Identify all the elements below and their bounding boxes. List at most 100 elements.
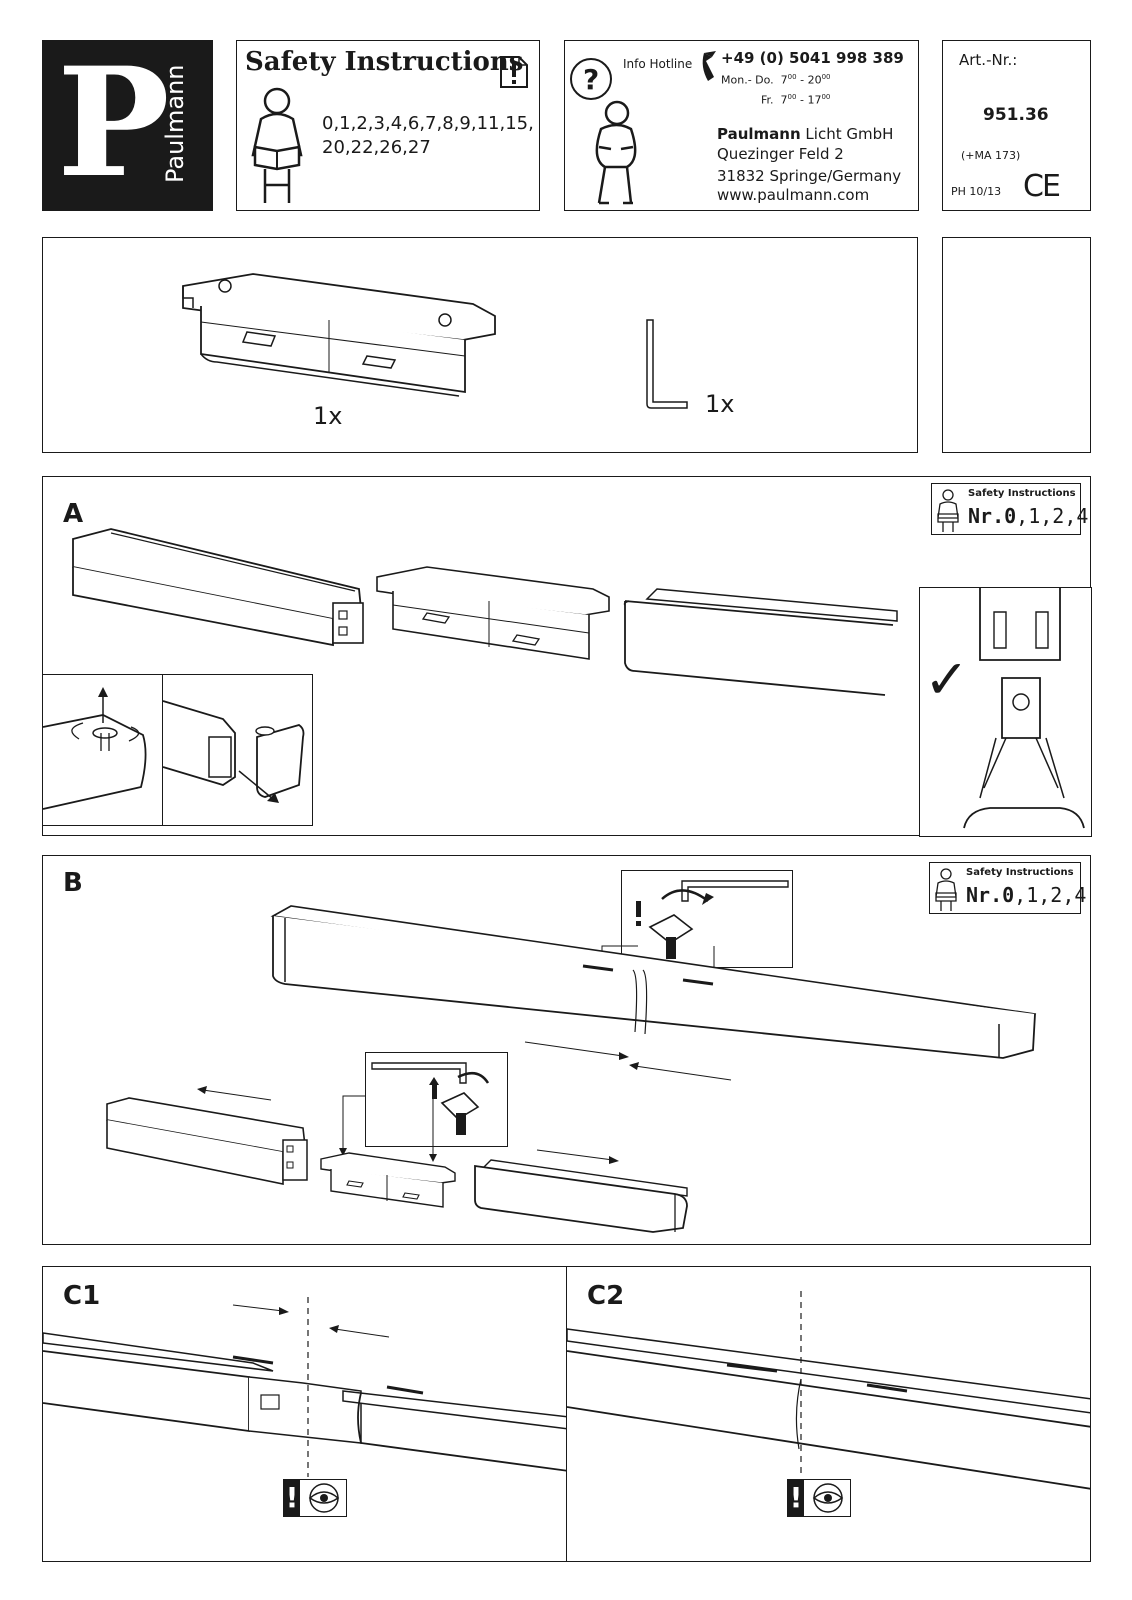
- brand-name: Paulmann: [161, 64, 189, 184]
- allen-key-rotate-icon: [636, 880, 789, 959]
- safety-badge-b: Safety Instructions Nr.0,1,2,4: [929, 862, 1086, 914]
- hours-2-from-min: 00: [787, 93, 797, 101]
- hotline-phone: +49 (0) 5041 998 389: [721, 49, 904, 67]
- adapter-check-detail: ✓: [919, 587, 1092, 837]
- key-tighten-detail-bottom: [365, 1052, 508, 1147]
- nr-bold: 0: [1002, 883, 1015, 907]
- key-qty: 1x: [705, 390, 735, 418]
- section-c2-label: C2: [587, 1281, 625, 1311]
- hours-1-to-min: 00: [821, 73, 831, 81]
- long-track-assembled: [270, 905, 1037, 1059]
- hours-1-sep: -: [800, 73, 805, 87]
- endcap-slide-icon: [162, 700, 305, 803]
- date-code: PH 10/13: [951, 185, 1002, 198]
- track-end-right: [623, 588, 898, 696]
- eye-icon: [308, 1483, 340, 1513]
- section-a: A Safety Instructions Nr.0,1,2,4: [42, 476, 1092, 837]
- hotline-hours-2: Fr. 700 - 1700: [761, 93, 830, 107]
- safety-badge-a-nr: Nr.0,1,2,4: [968, 504, 1088, 528]
- reading-person-icon: [937, 489, 959, 532]
- art-label: Art.-Nr.:: [959, 51, 1018, 69]
- connector-qty: 1x: [313, 402, 343, 430]
- track-end-left: [72, 528, 364, 647]
- safety-badge-a: Safety Instructions Nr.0,1,2,4: [931, 483, 1088, 535]
- hours-1-from: 7: [780, 73, 788, 87]
- section-a-label: A: [63, 499, 84, 529]
- company-name-bold: Paulmann: [717, 125, 801, 143]
- brand-logo: P Paulmann: [42, 35, 213, 211]
- safety-badge-a-title: Safety Instructions: [968, 488, 1076, 499]
- hotline-box: ? Info Hotline +49 (0) 5041 998 389 Mon.…: [564, 40, 919, 211]
- section-c1: C1 !: [42, 1266, 568, 1562]
- check-mark-icon: ✓: [924, 648, 970, 711]
- safety-title: Safety Instructions: [245, 47, 524, 77]
- parts-side-box: [942, 237, 1091, 453]
- reading-person-icon: [251, 87, 303, 203]
- hours-2-to: 17: [807, 93, 822, 107]
- address-street: Quezinger Feld 2: [717, 145, 844, 163]
- document-warning-icon: [500, 56, 528, 88]
- short-track-right: [474, 1159, 688, 1233]
- eye-icon: [812, 1483, 844, 1513]
- pointer-lines-bottom: [339, 1095, 437, 1162]
- hotline-hours-1: Mon.- Do. 700 - 2000: [721, 73, 831, 87]
- parts-box: 1x 1x: [42, 237, 918, 453]
- short-track-left: [106, 1097, 308, 1185]
- nr-bold: 0: [1004, 504, 1017, 528]
- hours-2-to-min: 00: [821, 93, 831, 101]
- safety-badge-b-title: Safety Instructions: [966, 867, 1074, 878]
- allen-key-rotate-icon: [371, 1062, 490, 1135]
- article-box: Art.-Nr.: 951.36 (+MA 173) PH 10/13 CE: [942, 40, 1091, 211]
- adapter-icon: [963, 588, 1085, 829]
- ce-mark-icon: CE: [1023, 169, 1061, 204]
- track-connector-icon: [182, 273, 496, 397]
- warn-mark: !: [788, 1479, 804, 1517]
- track-connector-icon: [320, 1152, 456, 1208]
- section-b-label: B: [63, 868, 83, 898]
- question-person-icon: ?: [570, 58, 637, 205]
- hours-1-days: Mon.- Do.: [721, 73, 774, 87]
- c2-track-joined: [567, 1291, 1090, 1490]
- safety-numbers-line1: 0,1,2,3,4,6,7,8,9,11,15,: [322, 113, 534, 134]
- art-number-dot: .: [1018, 105, 1025, 125]
- art-number-main: 951: [983, 105, 1019, 125]
- hotline-label: Info Hotline: [623, 57, 693, 71]
- hours-2-days: Fr.: [761, 93, 774, 107]
- hours-1-from-min: 00: [787, 73, 797, 81]
- section-c1-label: C1: [63, 1281, 101, 1311]
- hours-2-sep: -: [799, 93, 804, 107]
- brand-letter: P: [57, 35, 170, 211]
- art-number: 951.36: [983, 105, 1049, 125]
- allen-key-icon: [646, 319, 688, 409]
- safety-badge-b-nr: Nr.0,1,2,4: [966, 883, 1086, 907]
- key-tighten-detail-top: [621, 870, 793, 968]
- art-extra: (+MA 173): [961, 149, 1021, 162]
- nr-prefix: Nr.: [966, 883, 1003, 907]
- pull-arrow-right: [536, 1149, 619, 1164]
- website[interactable]: www.paulmann.com: [717, 186, 870, 204]
- endcap-screw-detail: [42, 674, 164, 826]
- hours-2-from: 7: [780, 93, 788, 107]
- warn-mark: !: [284, 1479, 300, 1517]
- pull-arrow-left: [197, 1086, 272, 1101]
- safety-numbers-line2: 20,22,26,27: [322, 137, 431, 158]
- screw-rotate-icon: [42, 687, 147, 810]
- nr-rest: ,1,2,4: [1014, 883, 1087, 907]
- eye-inspection-icon: !: [283, 1479, 347, 1517]
- c1-track-joining: [43, 1297, 567, 1477]
- nr-prefix: Nr.: [968, 504, 1005, 528]
- push-arrows-b: [524, 1041, 732, 1081]
- company-name: Paulmann Licht GmbH: [717, 125, 893, 143]
- art-number-sub: 36: [1024, 105, 1049, 125]
- phone-icon: [702, 51, 716, 81]
- svg-text:?: ?: [583, 63, 599, 96]
- track-connector-icon: [376, 566, 610, 660]
- section-c2: C2 !: [566, 1266, 1091, 1562]
- company-name-rest: Licht GmbH: [800, 125, 894, 143]
- section-b: B Safety Instructions Nr.0,1,2,4: [42, 855, 1091, 1245]
- safety-instructions-box: Safety Instructions 0,1,2,3,4,6,7,8,9,11…: [236, 40, 540, 211]
- hours-1-to: 20: [807, 73, 822, 87]
- eye-inspection-icon: !: [787, 1479, 851, 1517]
- endcap-remove-detail: [162, 674, 313, 826]
- nr-rest: ,1,2,4: [1016, 504, 1089, 528]
